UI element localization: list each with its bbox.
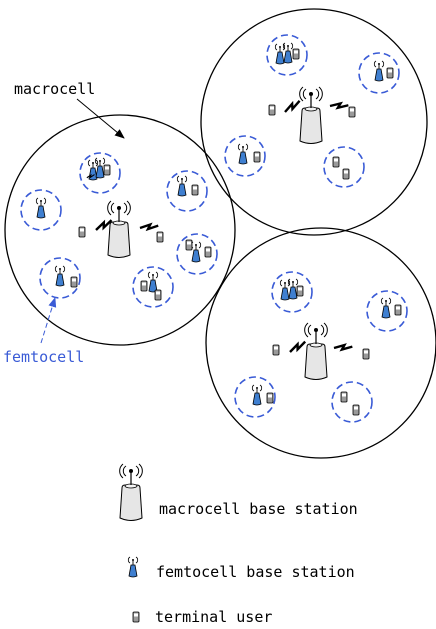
macrocell-boundary [4,114,236,346]
legend: macrocell base station femtocell base st… [119,463,358,626]
terminal-user [268,104,276,116]
femtocell [266,34,308,76]
legend-femto-label: femtocell base station [156,563,355,581]
macrocell-boundary [205,227,436,459]
macrocell-boundary [200,8,428,236]
femtocell [271,271,313,313]
terminal-user [156,231,164,243]
wireless-link [281,99,303,114]
wireless-link [287,340,308,354]
macrocell-base-station [304,322,328,381]
terminal-user [272,344,280,356]
terminal-user [78,226,86,238]
wireless-link [328,98,350,114]
femtocell [176,233,218,275]
macrocell-left [4,114,236,346]
legend-femto-icon [127,556,139,578]
macrocell-label: macrocell [14,80,95,98]
legend-terminal-icon [132,611,140,623]
femtocell [20,189,62,231]
legend-macro-label: macrocell base station [159,500,358,518]
terminal-user [362,348,370,360]
macrocell-arrow [76,98,125,139]
terminal-user [348,106,356,118]
femtocell [234,376,276,418]
femtocell [132,266,174,308]
femtocell [366,290,408,332]
femtocell [323,146,365,188]
femtocell [79,152,121,194]
femtocell [224,135,266,177]
femtocell [39,257,81,299]
femtocell [331,381,373,423]
macrocell-bottom-right [205,227,436,459]
macrocell-base-station [299,86,323,145]
macrocell-base-station [107,200,131,259]
macrocell-top-right [200,8,428,236]
femtocell [358,52,400,94]
femtocell [166,170,208,212]
wireless-link [332,340,354,355]
wireless-link [138,220,160,234]
femtocell-label: femtocell [3,348,84,366]
legend-terminal-label: terminal user [155,608,272,626]
legend-macro-icon [119,463,143,522]
